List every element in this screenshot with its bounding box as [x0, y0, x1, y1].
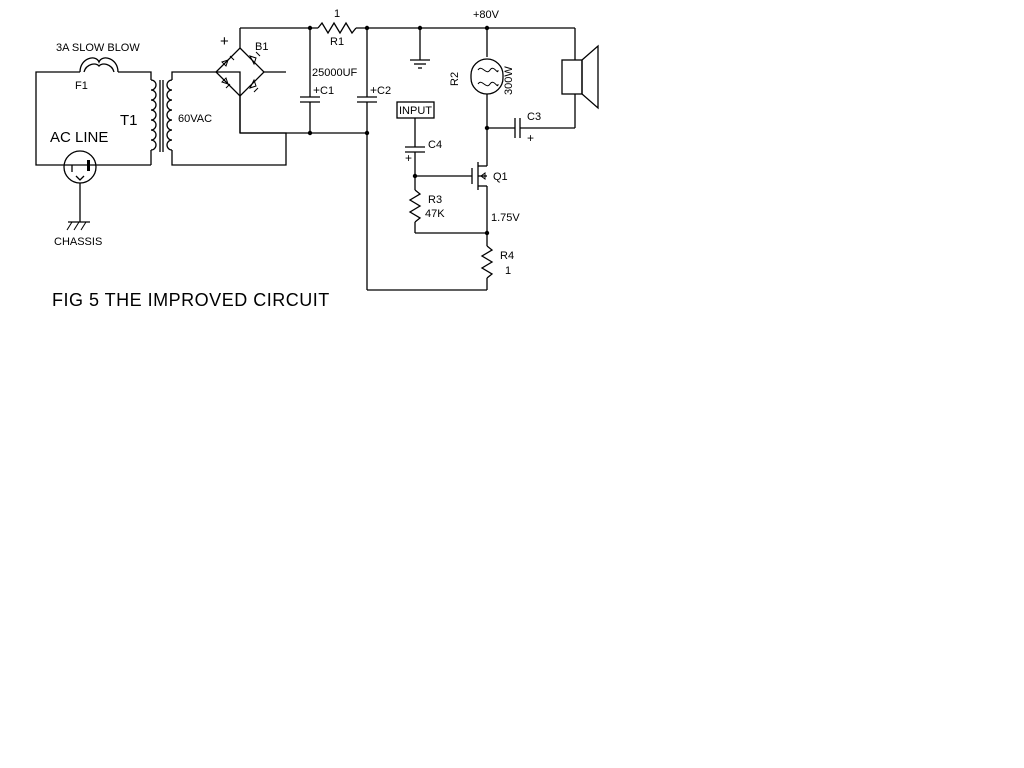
resistor-r3 — [408, 176, 487, 234]
fuse-f1 — [79, 57, 119, 73]
junction-dots — [307, 25, 490, 236]
c4-ref-label: C4 — [428, 139, 442, 151]
c1-plus-label: + — [313, 83, 320, 97]
bridge-plus-label: + — [220, 33, 229, 50]
r3-value-label: 47K — [425, 208, 445, 220]
c1-value-label: 25000UF — [312, 67, 358, 79]
resistor-r4 — [480, 233, 494, 290]
fuse-rating-label: 3A SLOW BLOW — [56, 42, 140, 54]
speaker-icon — [561, 28, 599, 128]
capacitor-c1 — [300, 28, 320, 133]
c1-ref-label: C1 — [320, 85, 334, 97]
figure-caption: FIG 5 THE IMPROVED CIRCUIT — [52, 290, 330, 310]
c3-plus-label: + — [527, 131, 534, 145]
fuse-ref-label: F1 — [75, 80, 88, 92]
primary-loop — [35, 71, 152, 166]
secondary-voltage-label: 60VAC — [178, 113, 212, 125]
c2-ref-label: C2 — [377, 85, 391, 97]
bridge-rectifier-b1 — [215, 28, 286, 110]
ac-line-label: AC LINE — [50, 129, 108, 146]
bridge-ref-label: B1 — [255, 41, 268, 53]
chassis-label: CHASSIS — [54, 236, 102, 248]
source-voltage-label: 1.75V — [491, 212, 520, 224]
supply-voltage-label: +80V — [473, 9, 500, 21]
r3-ref-label: R3 — [428, 194, 442, 206]
transformer-ref-label: T1 — [120, 112, 138, 129]
lamp-r2 — [470, 28, 504, 128]
negative-rail — [239, 110, 487, 291]
c2-plus-label: + — [370, 83, 377, 97]
r2-ref-label: R2 — [449, 72, 461, 86]
capacitor-c4 — [405, 118, 425, 176]
r1-ref-label: R1 — [330, 36, 344, 48]
input-label: INPUT — [399, 105, 432, 117]
chassis-ground-icon — [66, 221, 90, 231]
r2-value-label: 300W — [503, 66, 515, 95]
supply-rail — [240, 21, 575, 60]
q1-ref-label: Q1 — [493, 171, 508, 183]
capacitor-c2 — [357, 28, 377, 290]
ground-icon — [410, 59, 430, 69]
ac-plug-icon — [63, 150, 97, 222]
mosfet-q1 — [415, 128, 488, 233]
c4-plus-label: + — [405, 151, 412, 165]
r1-value-label: 1 — [334, 8, 340, 20]
r4-ref-label: R4 — [500, 250, 514, 262]
transformer-t1 — [150, 71, 287, 166]
capacitor-c3 — [487, 118, 575, 138]
c3-ref-label: C3 — [527, 111, 541, 123]
r4-value-label: 1 — [505, 265, 511, 277]
